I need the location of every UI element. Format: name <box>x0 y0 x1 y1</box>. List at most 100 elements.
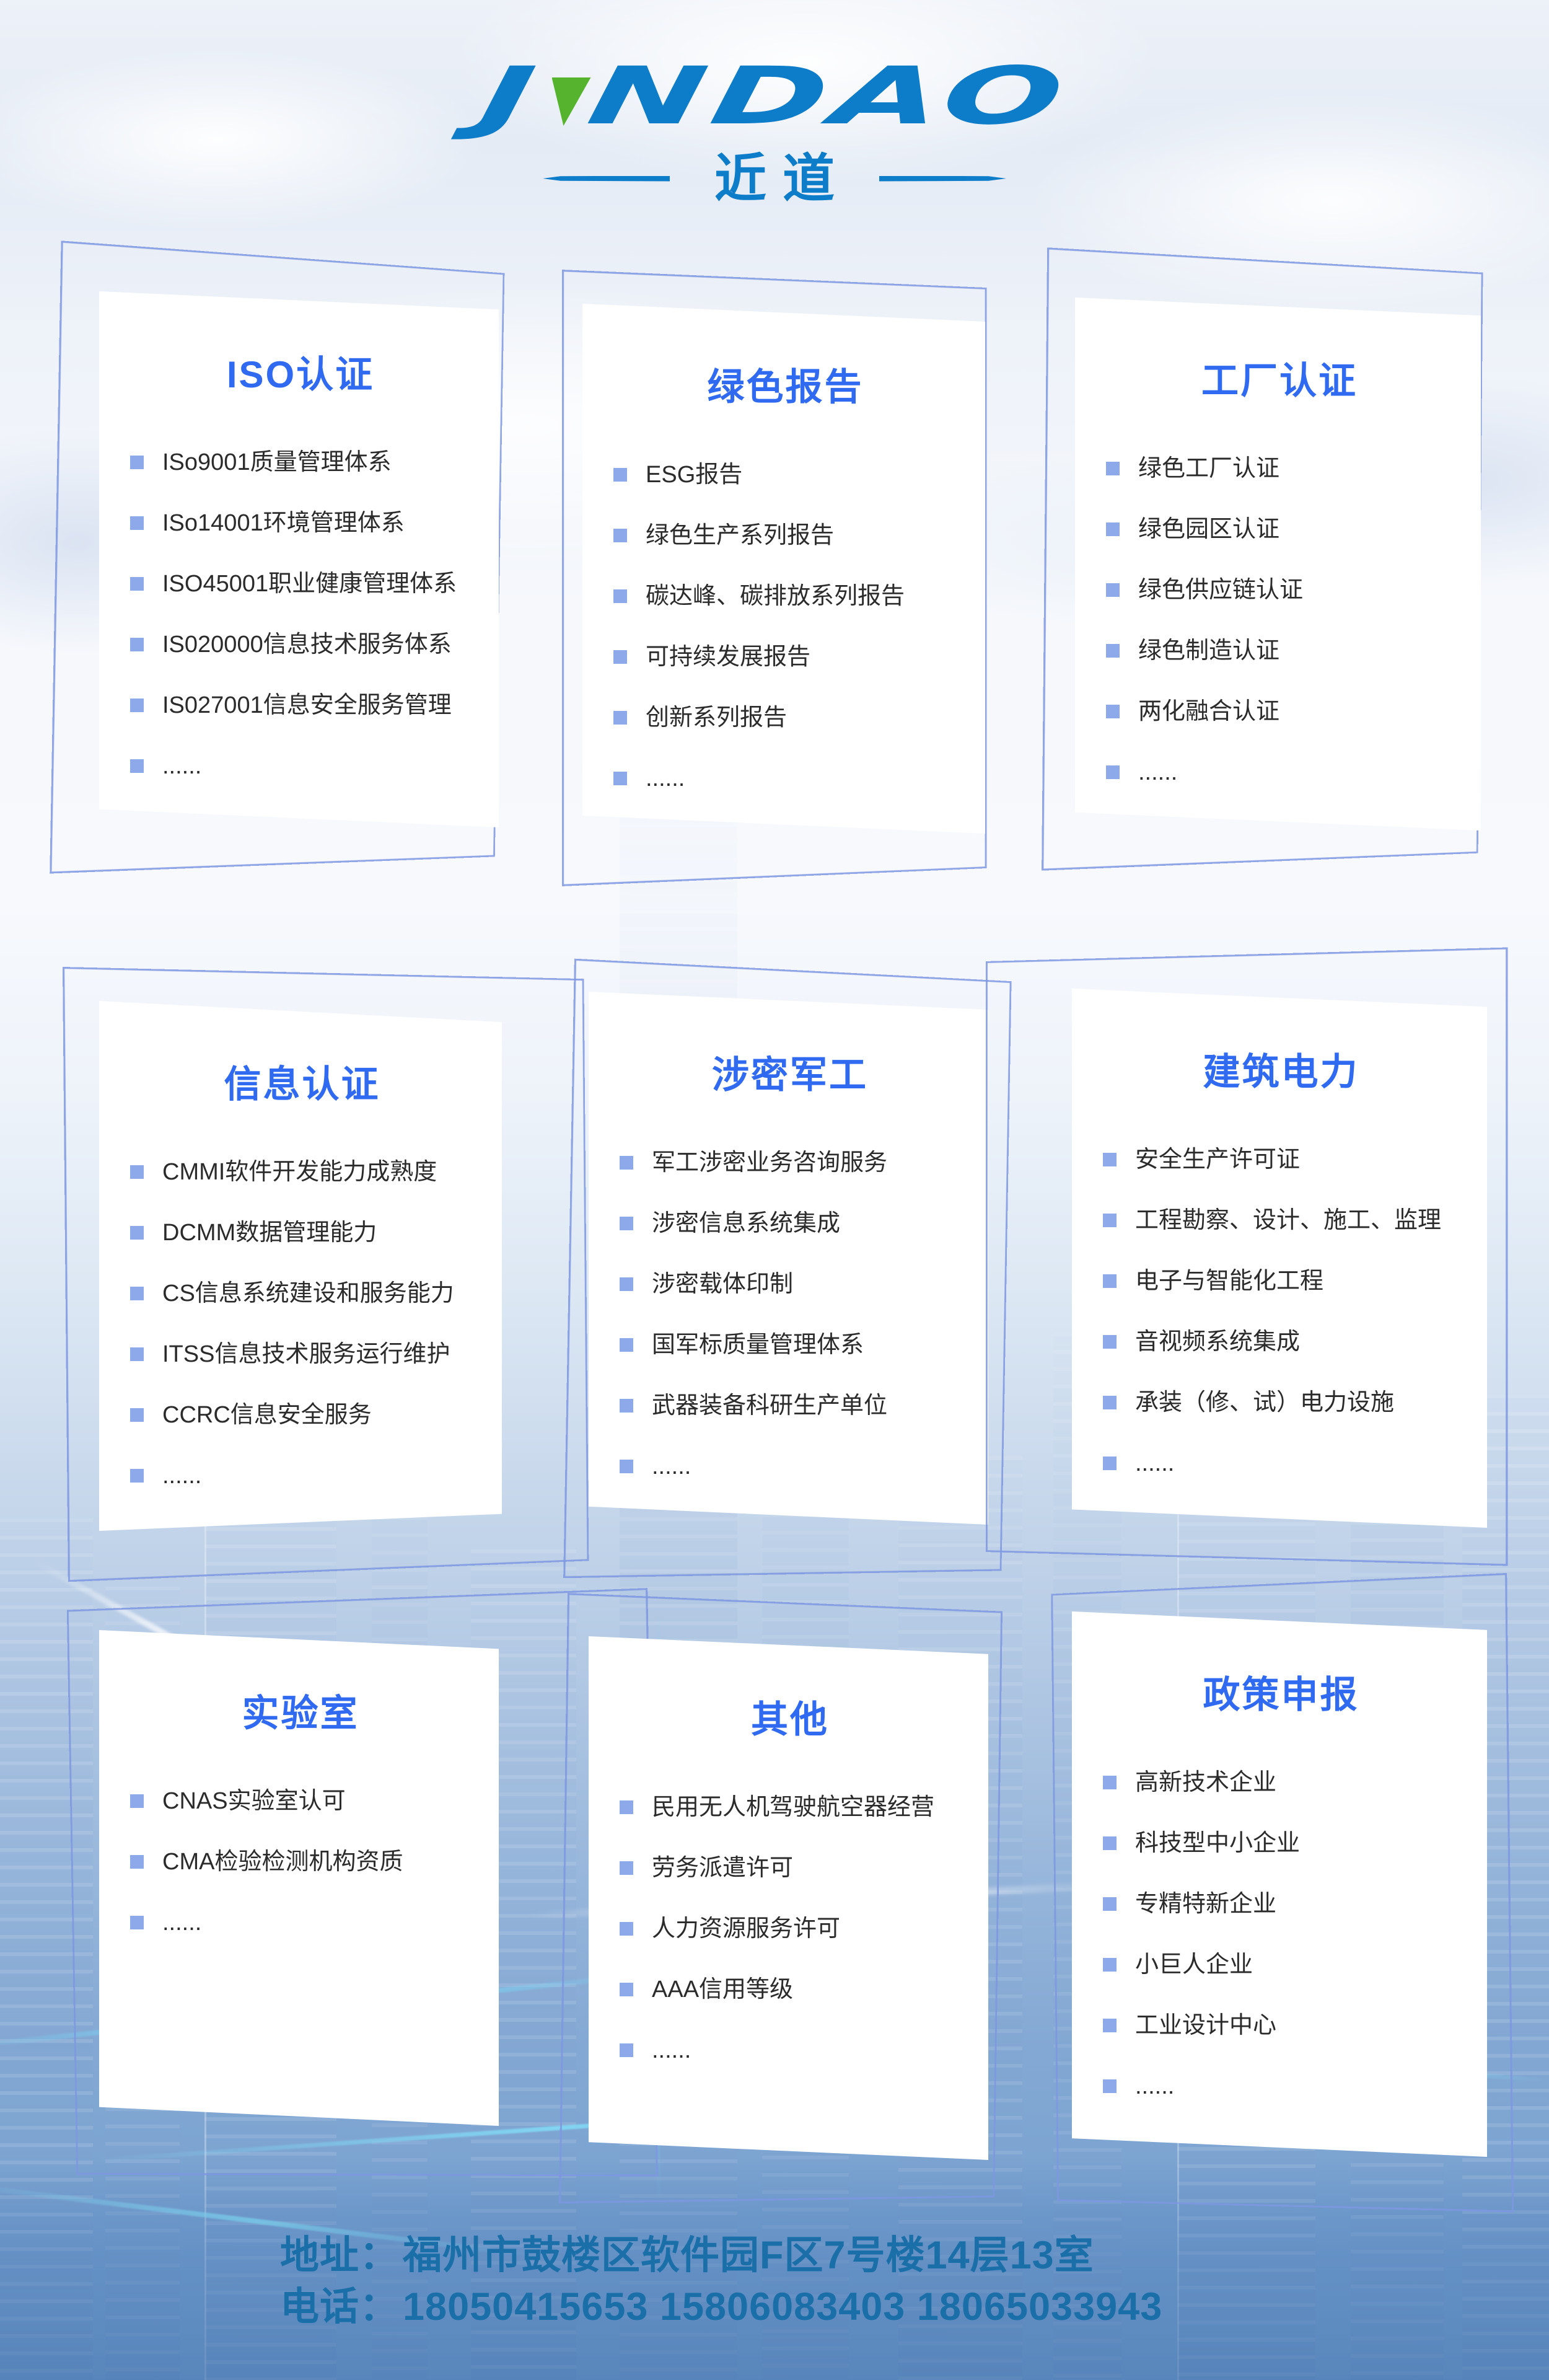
service-item-label: ITSS信息技术服务运行维护 <box>162 1341 450 1367</box>
bullet-square-icon <box>130 1347 144 1361</box>
bullet-square-icon <box>1103 1153 1117 1166</box>
bullet-square-icon <box>613 468 627 482</box>
service-card: 工厂认证 绿色工厂认证绿色园区认证绿色供应链认证绿色制造认证两化融合认证....… <box>1042 247 1483 871</box>
service-item: 绿色生产系列报告 <box>613 521 957 550</box>
service-item: 创新系列报告 <box>613 703 957 733</box>
service-item-label: AAA信用等级 <box>652 1977 794 2003</box>
service-item-label: CS信息系统建设和服务能力 <box>162 1280 454 1307</box>
service-item: 高新技术企业 <box>1103 1768 1459 1797</box>
bullet-square-icon <box>130 1916 144 1929</box>
service-item: CNAS实验室认可 <box>130 1786 471 1816</box>
service-item-label: ...... <box>1135 2073 1175 2099</box>
service-item-label: 武器装备科研生产单位 <box>652 1393 888 1419</box>
service-item: 承装（修、试）电力设施 <box>1103 1388 1459 1417</box>
logo-dash-left-icon <box>542 175 670 182</box>
service-item: CMA检验检测机构资质 <box>130 1847 471 1877</box>
bullet-square-icon <box>1103 1457 1117 1470</box>
service-item-label: ...... <box>1138 759 1178 785</box>
card-title: 信息认证 <box>224 1064 380 1105</box>
bullet-square-icon <box>620 1983 633 1996</box>
bullet-square-icon <box>130 1855 144 1869</box>
card-panel: 绿色报告 ESG报告绿色生产系列报告碳达峰、碳排放系列报告可持续发展报告创新系列… <box>582 304 985 834</box>
service-item: CCRC信息安全服务 <box>130 1400 474 1430</box>
bullet-square-icon <box>1103 1958 1117 1972</box>
service-item-label: 绿色园区认证 <box>1138 516 1280 542</box>
card-title: 政策申报 <box>1203 1674 1359 1716</box>
bullet-square-icon <box>620 1156 633 1170</box>
service-item-list: ISo9001质量管理体系 ISo14001环境管理体系 ISO45001职业健康管… <box>130 447 471 781</box>
bullet-square-icon <box>620 2043 633 2057</box>
service-item-label: 工业设计中心 <box>1135 2012 1277 2038</box>
bullet-square-icon <box>130 577 144 591</box>
service-item: 绿色园区认证 <box>1106 514 1453 544</box>
logo-subtitle-row: 近道 <box>0 152 1549 205</box>
bullet-square-icon <box>1103 1396 1117 1409</box>
service-item-label: CNAS实验室认可 <box>162 1788 346 1814</box>
service-item: DCMM数据管理能力 <box>130 1218 474 1248</box>
service-item-label: ISO45001职业健康管理体系 <box>162 571 457 597</box>
bullet-square-icon <box>613 589 627 603</box>
service-item-label: 军工涉密业务咨询服务 <box>652 1150 888 1176</box>
service-card: 绿色报告 ESG报告绿色生产系列报告碳达峰、碳排放系列报告可持续发展报告创新系列… <box>561 270 987 886</box>
service-item-label: ISo14001环境管理体系 <box>162 510 405 536</box>
phone-line: 电话：18050415653 15806083403 18065033943 <box>280 2288 1162 2327</box>
card-title: 涉密军工 <box>712 1054 868 1096</box>
bullet-square-icon <box>130 699 144 712</box>
background-bottom-band <box>0 2157 1549 2380</box>
service-item: 绿色制造认证 <box>1106 636 1453 666</box>
card-panel: 涉密军工 军工涉密业务咨询服务涉密信息系统集成涉密载体印制国军标质量管理体系武器… <box>589 992 988 1525</box>
service-item: ...... <box>130 1461 474 1491</box>
card-title: 工厂认证 <box>1201 360 1358 402</box>
logo-letter-j: J <box>473 50 548 143</box>
service-item-label: ...... <box>1135 1450 1175 1476</box>
card-title: ISO认证 <box>226 354 375 395</box>
service-item-label: 电子与智能化工程 <box>1135 1268 1324 1294</box>
service-item: 工程勘察、设计、施工、监理 <box>1103 1205 1459 1235</box>
service-item: ...... <box>1103 2071 1459 2101</box>
service-item: 工业设计中心 <box>1103 2011 1459 2040</box>
bullet-square-icon <box>1106 705 1120 718</box>
service-item: ...... <box>1106 757 1453 787</box>
service-item: ISo14001环境管理体系 <box>130 508 471 538</box>
service-item-label: 创新系列报告 <box>646 705 788 731</box>
service-item-label: CMA检验检测机构资质 <box>162 1849 403 1875</box>
service-item: 音视频系统集成 <box>1103 1327 1459 1357</box>
bullet-square-icon <box>1106 462 1120 475</box>
bullet-square-icon <box>1103 1214 1117 1227</box>
service-item-label: CMMI软件开发能力成熟度 <box>162 1159 437 1185</box>
service-item-list: 高新技术企业科技型中小企业专精特新企业小巨人企业工业设计中心...... <box>1103 1768 1459 2101</box>
service-item-label: ...... <box>162 753 202 779</box>
bullet-square-icon <box>620 1217 633 1230</box>
service-item: 安全生产许可证 <box>1103 1145 1459 1175</box>
service-item: 民用无人机驾驶航空器经营 <box>620 1792 960 1822</box>
bullet-square-icon <box>1106 765 1120 779</box>
service-item-list: ESG报告绿色生产系列报告碳达峰、碳排放系列报告可持续发展报告创新系列报告...… <box>613 460 957 793</box>
service-item: ...... <box>1103 1448 1459 1478</box>
service-item: ...... <box>613 764 957 793</box>
service-item: 劳务派遣许可 <box>620 1853 960 1883</box>
service-item-label: 国军标质量管理体系 <box>652 1332 864 1358</box>
phone-label: 电话： <box>280 2285 399 2329</box>
service-item: ...... <box>620 2035 960 2065</box>
service-item: 可持续发展报告 <box>613 642 957 672</box>
service-item: 绿色工厂认证 <box>1106 454 1453 483</box>
service-item-list: 安全生产许可证工程勘察、设计、施工、监理电子与智能化工程音视频系统集成承装（修、… <box>1103 1145 1459 1478</box>
service-item-label: CCRC信息安全服务 <box>162 1402 372 1428</box>
bullet-square-icon <box>1103 2019 1117 2032</box>
service-item: 专精特新企业 <box>1103 1889 1459 1919</box>
card-panel: 工厂认证 绿色工厂认证绿色园区认证绿色供应链认证绿色制造认证两化融合认证....… <box>1075 298 1481 831</box>
bullet-square-icon <box>1103 1836 1117 1850</box>
card-panel: 信息认证 CMMI软件开发能力成熟度 DCMM数据管理能力 CS信息系统建设和服务能… <box>99 1001 502 1531</box>
service-item-label: ISo9001质量管理体系 <box>162 449 392 475</box>
card-title: 其他 <box>751 1699 829 1740</box>
card-title: 建筑电力 <box>1203 1051 1359 1093</box>
service-item-label: 民用无人机驾驶航空器经营 <box>652 1794 935 1820</box>
service-item: 科技型中小企业 <box>1103 1828 1459 1858</box>
service-item: 军工涉密业务咨询服务 <box>620 1148 960 1178</box>
bullet-square-icon <box>130 1226 144 1240</box>
service-item: 电子与智能化工程 <box>1103 1266 1459 1296</box>
